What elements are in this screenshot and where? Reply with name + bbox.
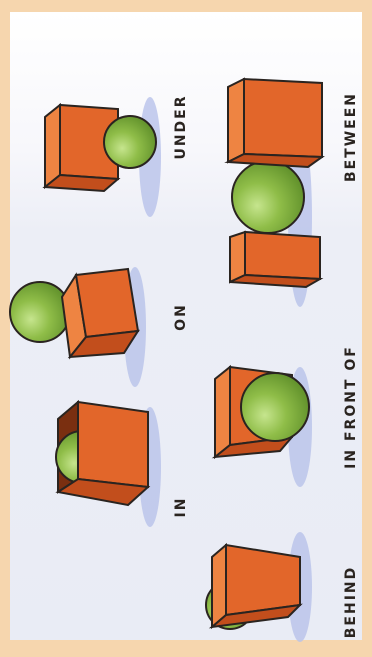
label-in: IN xyxy=(173,497,189,518)
label-under: UNDER xyxy=(173,94,189,159)
label-behind: BEHIND xyxy=(343,566,359,639)
label-on: ON xyxy=(173,303,189,331)
label-in-front-of: IN FRONT OF xyxy=(343,345,359,469)
between-scene xyxy=(228,79,322,307)
label-between: BETWEEN xyxy=(343,92,359,182)
